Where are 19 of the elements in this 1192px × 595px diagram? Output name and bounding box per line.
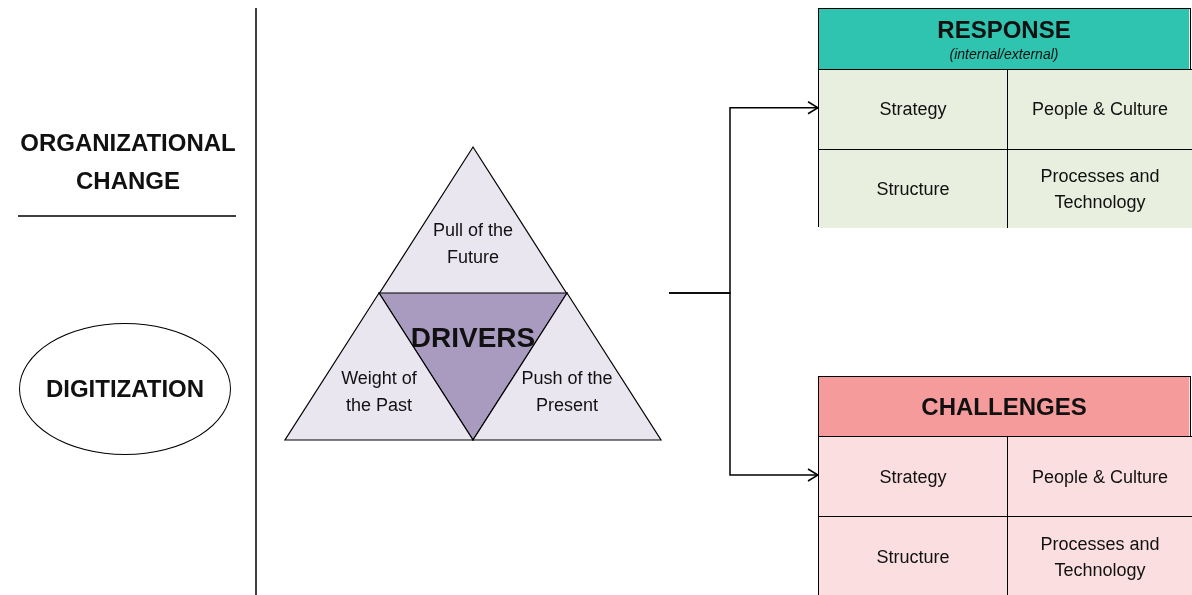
ellipse-node: DIGITIZATION [19, 323, 231, 455]
triangle-label: Weight of the Past [340, 367, 418, 417]
triangle-label: Push of the Present [520, 367, 614, 417]
table-box [818, 376, 1191, 595]
arrow [668, 292, 819, 482]
table-cell: Processes and Technology [1007, 516, 1192, 595]
driver-label: DRIVERS [409, 321, 537, 355]
triangle-segment [377, 145, 569, 295]
table-box [818, 8, 1191, 227]
table-cell: People & Culture [1007, 436, 1192, 516]
table-cell: Structure [819, 148, 1007, 228]
heading-text: ORGANIZATIONAL CHANGE [19, 128, 237, 196]
table-cell: Structure [819, 516, 1007, 595]
header-subtitle: (internal/external) [949, 45, 1059, 63]
table-cell: Processes and Technology [1007, 148, 1192, 228]
triangle-label: Pull of the Future [431, 219, 515, 269]
header-title: CHALLENGES [921, 391, 1087, 422]
table-cell: People & Culture [1007, 69, 1192, 149]
header-title: RESPONSE [937, 15, 1071, 45]
